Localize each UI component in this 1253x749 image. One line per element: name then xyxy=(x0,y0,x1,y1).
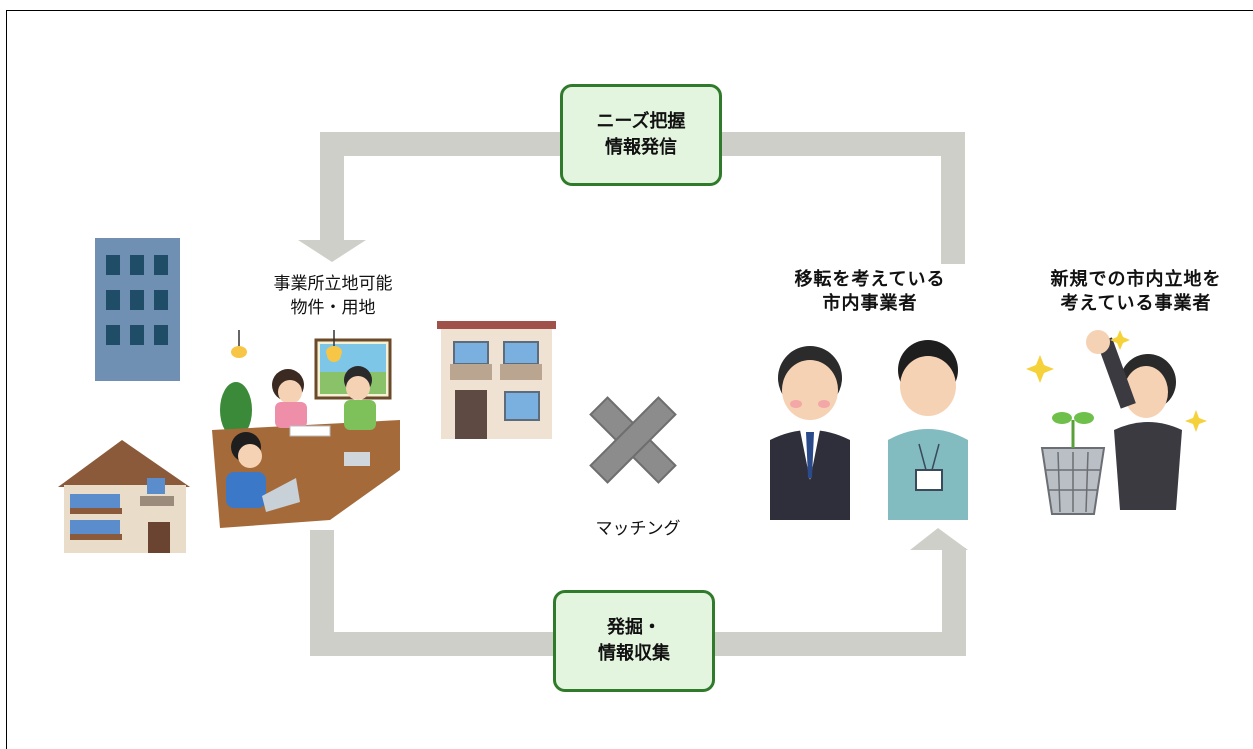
relocating-label-line2: 市内事業者 xyxy=(822,293,918,314)
discovery-box: 発掘・ 情報収集 xyxy=(553,590,715,692)
needs-info-line1: ニーズ把握 xyxy=(596,111,686,132)
new-label-line1: 新規での市内立地を xyxy=(1050,269,1222,290)
entrepreneur-illustration xyxy=(1026,330,1207,515)
property-label-line1: 事業所立地可能 xyxy=(273,274,393,294)
new-businesses-label: 新規での市内立地を 考えている事業者 xyxy=(1030,268,1242,316)
vacant-house-illustration xyxy=(437,321,556,439)
new-label-line2: 考えている事業者 xyxy=(1060,293,1212,314)
property-label: 事業所立地可能 物件・用地 xyxy=(248,272,418,320)
matching-cross-icon xyxy=(589,396,677,484)
needs-info-line2: 情報発信 xyxy=(605,137,677,158)
relocating-label-line1: 移転を考えている xyxy=(794,269,946,290)
property-label-line2: 物件・用地 xyxy=(290,298,376,318)
house-illustration xyxy=(58,440,190,553)
employee-illustration xyxy=(888,340,968,520)
discovery-line2: 情報収集 xyxy=(598,643,670,664)
relocating-businesses-label: 移転を考えている 市内事業者 xyxy=(760,268,980,316)
coworking-office-illustration xyxy=(212,330,400,528)
diagram-frame xyxy=(6,10,1253,749)
businessman-illustration xyxy=(770,346,850,520)
needs-info-box: ニーズ把握 情報発信 xyxy=(560,84,722,186)
matching-label: マッチング xyxy=(595,519,681,539)
discovery-line1: 発掘・ xyxy=(607,617,661,638)
office-building-illustration xyxy=(95,238,180,381)
